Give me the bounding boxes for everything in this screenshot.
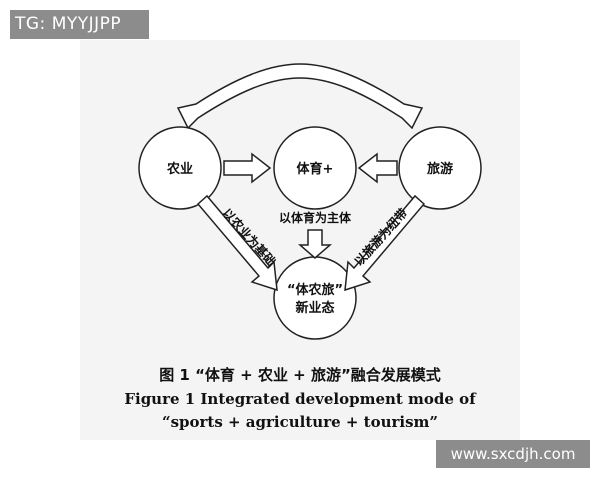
node-sports-circle [273,126,357,210]
top-curved-double-arrow [176,63,424,130]
site-watermark: www.sxcdjh.com [436,440,590,468]
arrow-agriculture-to-center [196,194,278,292]
node-agriculture-label: 农业 [166,161,193,177]
arrow-tourism-to-sports [357,152,398,184]
caption-english-line2: “sports + agriculture + tourism” [161,413,439,431]
arrow-agriculture-to-sports [223,152,272,184]
tg-tag: TG: MYYJJPP [10,10,149,39]
caption-chinese: 图 1 “体育 + 农业 + 旅游”融合发展模式 [159,366,441,384]
label-sports-main: 以体育为主体 [279,210,352,225]
arrow-tourism-to-center [344,194,426,292]
node-sports-label: 体育+ [297,161,334,177]
node-center-label-1: “体农旅” [287,282,343,298]
node-tourism-label: 旅游 [427,161,453,177]
node-tourism-circle [398,126,482,210]
figure-background [80,40,520,440]
node-center-label-2: 新业态 [295,300,334,316]
node-agriculture-circle [138,126,222,210]
caption-english-line1: Figure 1 Integrated development mode of [124,390,476,408]
node-center-circle [273,256,357,340]
arrow-sports-to-center [297,229,333,259]
label-tourism-link: 以旅游为纽带 [351,205,410,269]
